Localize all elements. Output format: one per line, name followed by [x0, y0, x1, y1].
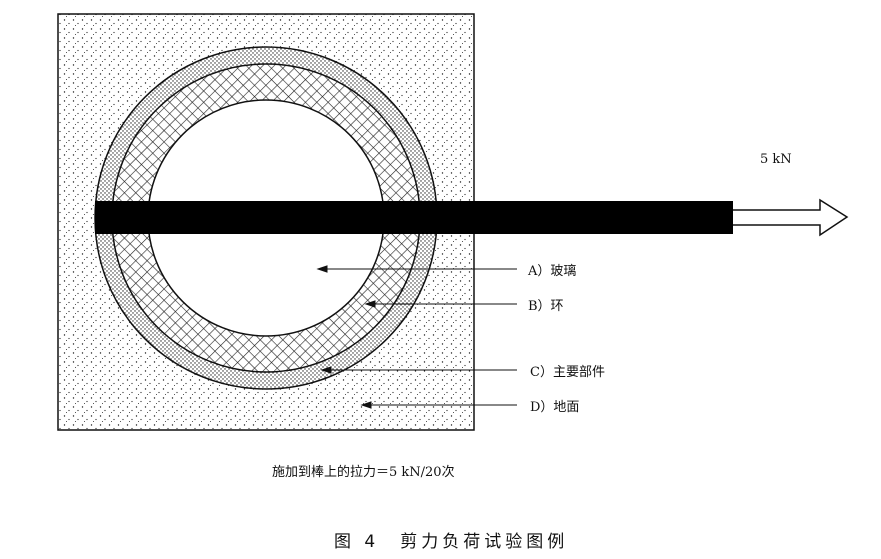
arrowhead-icon [320, 366, 332, 374]
label-main-part: C）主要部件 [530, 365, 605, 380]
figure-title: 图 4 剪力负荷试验图例 [334, 532, 569, 552]
label-ground: D）地面 [530, 400, 580, 415]
leader-lines [316, 265, 517, 409]
label-ring: B）环 [528, 299, 564, 314]
rod [95, 201, 733, 234]
arrowhead-icon [364, 300, 376, 308]
label-glass: A）玻璃 [528, 264, 577, 279]
arrowhead-icon [360, 401, 372, 409]
force-arrow [733, 198, 849, 237]
load-caption: 施加到棒上的拉力＝5 kN/20次 [272, 465, 455, 480]
arrowhead-icon [316, 265, 328, 273]
force-label: 5 kN [760, 152, 792, 167]
